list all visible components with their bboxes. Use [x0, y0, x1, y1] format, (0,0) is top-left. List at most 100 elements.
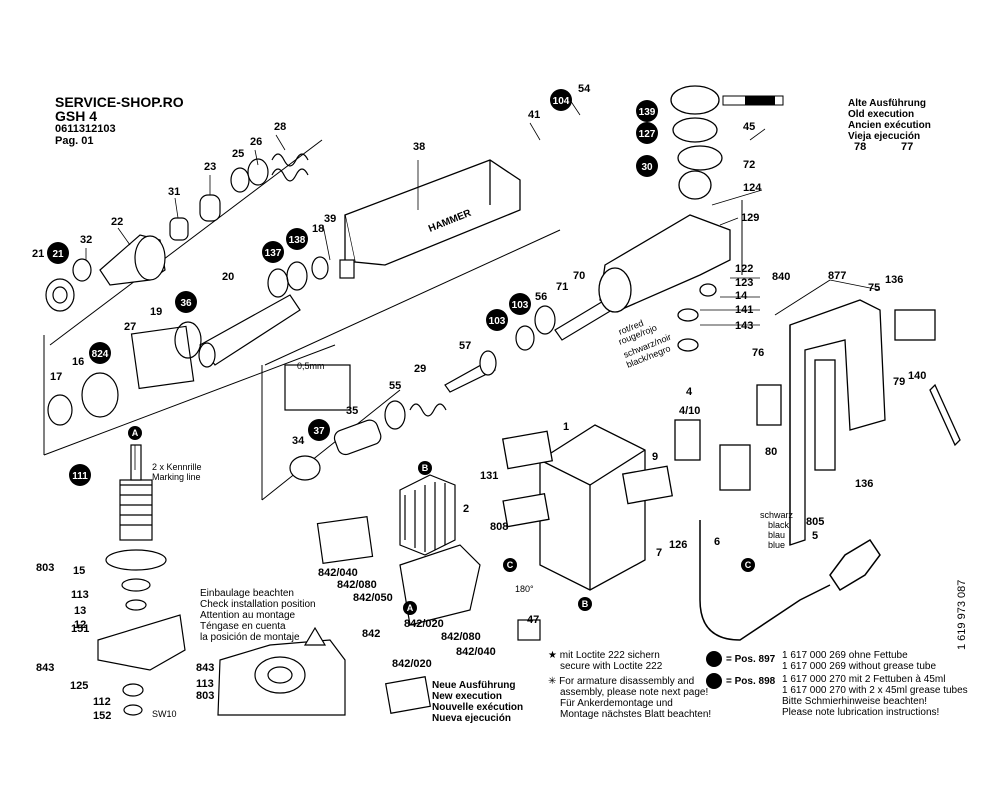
label-16: 16	[72, 356, 84, 368]
label-113: 113	[71, 589, 89, 601]
label-126: 126	[669, 539, 687, 551]
circled-label-103: 103	[512, 300, 529, 311]
label-41: 41	[528, 109, 540, 121]
circled-label-138: 138	[289, 235, 306, 246]
new-execution-line: Nouvelle exécution	[432, 702, 524, 713]
label-842-020-b: 842/020	[392, 658, 432, 670]
label-129: 129	[741, 212, 759, 224]
label-803-b: 803	[196, 690, 214, 702]
armature-note-line: assembly, please note next page!	[560, 687, 709, 698]
circled-label-21: 21	[52, 249, 64, 260]
circled-label-37: 37	[313, 426, 325, 437]
label-72: 72	[743, 159, 755, 171]
install-note-line: la posición de montaje	[200, 632, 300, 643]
label-6: 6	[714, 536, 720, 548]
label-26: 26	[250, 136, 262, 148]
label-843: 843	[36, 662, 54, 674]
pos-898-note: 1 617 000 270 mit 2 Fettuben à 45ml 1 61…	[782, 674, 968, 718]
part-number-labels: 54 41 38 28 26 25 23 31 22 32 21 18 39 2…	[32, 83, 926, 722]
pos-897-note: 1 617 000 269 ohne Fettube 1 617 000 269…	[782, 650, 936, 672]
leader-lines	[85, 99, 881, 470]
label-18: 18	[312, 223, 324, 235]
nose-assembly	[45, 153, 309, 312]
old-execution-line: Vieja ejecución	[848, 131, 921, 142]
wire-color-c-2: black	[768, 520, 790, 530]
label-29: 29	[414, 363, 426, 375]
striker-assembly	[284, 299, 613, 481]
label-842-040-b: 842/040	[456, 646, 496, 658]
label-71: 71	[556, 281, 568, 293]
angle-label: 180°	[515, 584, 534, 594]
sw-label: SW10	[152, 709, 177, 719]
label-45: 45	[743, 121, 755, 133]
label-27: 27	[124, 321, 136, 333]
label-47: 47	[527, 614, 539, 626]
label-15: 15	[73, 565, 85, 577]
gear-housing	[598, 85, 731, 352]
marking-note-line1: 2 x Kennrille	[152, 462, 202, 472]
label-54: 54	[578, 83, 591, 95]
label-2: 2	[463, 503, 469, 515]
circled-label-137: 137	[265, 248, 282, 259]
pos-898-label: = Pos. 898	[726, 676, 776, 687]
label-38: 38	[413, 141, 425, 153]
label-79: 79	[893, 376, 905, 388]
label-35: 35	[346, 405, 358, 417]
old-execution-line: Ancien exécution	[848, 120, 931, 131]
label-5: 5	[812, 530, 818, 542]
label-843-b: 843	[196, 662, 214, 674]
label-803: 803	[36, 562, 54, 574]
label-31: 31	[168, 186, 180, 198]
circled-label-111: 111	[72, 471, 88, 482]
circled-label-127: 127	[639, 129, 656, 140]
label-840: 840	[772, 271, 790, 283]
label-152: 152	[93, 710, 111, 722]
circled-label-30: 30	[641, 162, 653, 173]
circled-part-numbers	[47, 89, 658, 486]
page-number: Pag. 01	[55, 135, 94, 147]
shop-name: SERVICE-SHOP.RO	[55, 94, 184, 110]
new-execution-line: Neue Ausführung	[432, 680, 516, 691]
label-842-080: 842/080	[337, 579, 377, 591]
label-80: 80	[765, 446, 777, 458]
label-123: 123	[735, 277, 753, 289]
old-execution-line: Alte Ausführung	[848, 98, 926, 109]
label-808: 808	[490, 521, 508, 533]
dim-label: 0,5mm	[297, 361, 325, 371]
label-28: 28	[274, 121, 286, 133]
label-17: 17	[50, 371, 62, 383]
label-14: 14	[735, 290, 748, 302]
label-1: 1	[563, 421, 569, 433]
circled-label-824: 824	[92, 349, 109, 360]
label-141: 141	[735, 304, 753, 316]
label-22: 22	[111, 216, 123, 228]
new-execution-line: Nueva ejecución	[432, 713, 511, 724]
circled-label-139: 139	[639, 107, 656, 118]
label-70: 70	[573, 270, 585, 282]
label-125: 125	[70, 680, 88, 692]
diagram-header: SERVICE-SHOP.RO GSH 4 0611312103 Pag. 01	[55, 95, 184, 147]
connection-markers	[128, 426, 755, 615]
armature-note-line: ✳ For armature disassembly and	[548, 676, 695, 687]
loctite-note-line: secure with Loctite 222	[560, 661, 663, 672]
install-note-line: Check installation position	[200, 599, 316, 610]
marker-c-2: C	[745, 560, 752, 570]
label-39: 39	[324, 213, 336, 225]
label-25: 25	[232, 148, 244, 160]
label-131: 131	[480, 470, 498, 482]
label-4: 4	[686, 386, 693, 398]
install-position-view	[217, 626, 346, 716]
asterisk-icon: ✳	[548, 676, 560, 687]
wire-color-c-3: blau	[768, 530, 785, 540]
ruler-indicator	[722, 95, 784, 106]
old-execution-line: Old execution	[848, 109, 915, 120]
part-number: 0611312103	[55, 123, 116, 135]
armature-note-line: Für Ankerdemontage und	[560, 698, 673, 709]
circled-label-36: 36	[180, 298, 192, 309]
cylinder-assembly	[47, 256, 355, 426]
pos-898-line: 1 617 000 270 with 2 x 45ml grease tubes	[782, 685, 968, 696]
label-136-b: 136	[855, 478, 873, 490]
label-75: 75	[868, 282, 880, 294]
label-122: 122	[735, 263, 753, 275]
label-842-080-b: 842/080	[441, 631, 481, 643]
